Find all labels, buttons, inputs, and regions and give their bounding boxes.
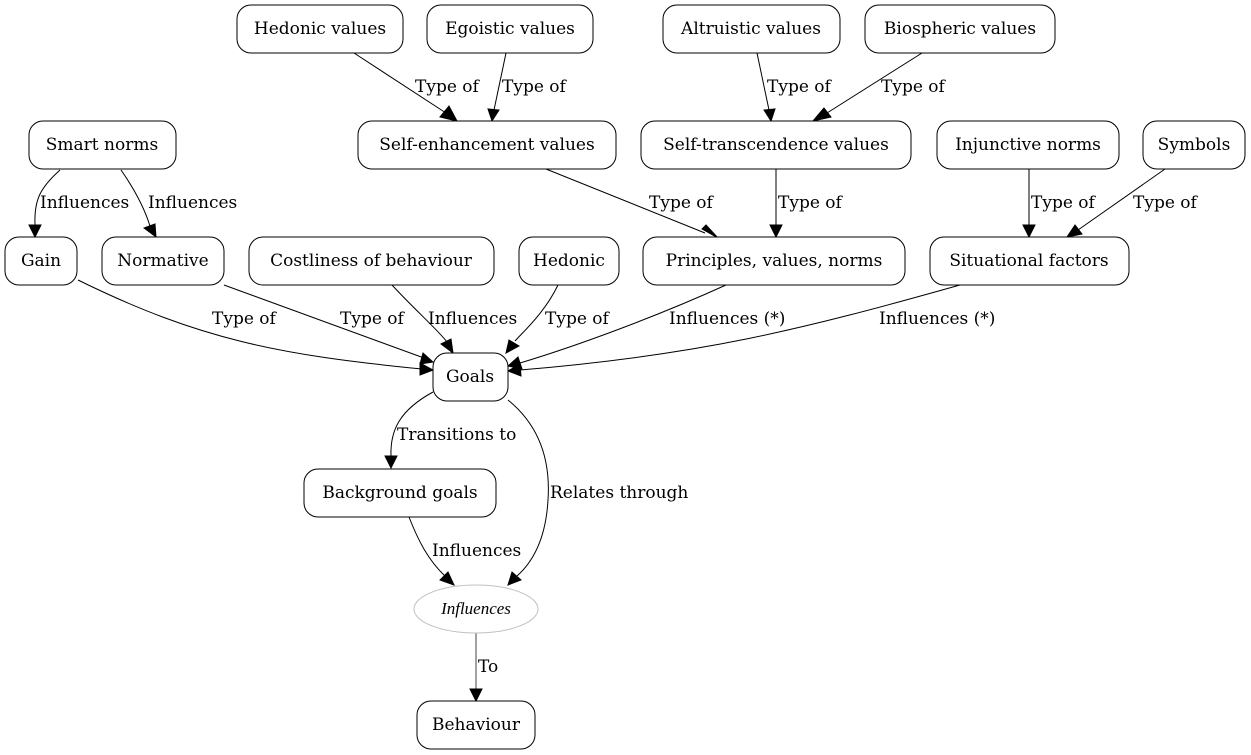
node-symbols[interactable]: Symbols <box>1142 120 1246 170</box>
svg-text:Biospheric values: Biospheric values <box>884 19 1036 39</box>
edge-label: Type of <box>649 193 715 213</box>
node-normative[interactable]: Normative <box>101 236 225 286</box>
edge-label: To <box>478 657 498 677</box>
edge-symbols-to-situational-factors: Type of <box>1065 168 1199 238</box>
edge-normative-to-goals: Type of <box>223 284 435 365</box>
svg-text:Goals: Goals <box>446 367 494 387</box>
edge-influences-to-behaviour: To <box>469 633 498 703</box>
svg-text:Egoistic values: Egoistic values <box>445 19 575 39</box>
edge-goals-to-influences: Relates through <box>507 399 688 586</box>
edge-gain-to-goals: Type of <box>77 279 435 376</box>
node-influences[interactable]: Influences <box>413 584 539 634</box>
edge-label: Transitions to <box>397 425 516 445</box>
svg-text:Influences: Influences <box>440 599 511 618</box>
edge-altruistic-values-to-self-transcendence: Type of <box>756 52 833 123</box>
edge-biospheric-values-to-self-transcendence: Type of <box>811 52 947 122</box>
svg-text:Injunctive norms: Injunctive norms <box>955 135 1101 155</box>
edge-label: Influences <box>428 309 517 329</box>
node-egoistic-values[interactable]: Egoistic values <box>426 4 594 54</box>
svg-text:Hedonic values: Hedonic values <box>254 19 386 39</box>
edge-label: Relates through <box>550 483 688 503</box>
svg-text:Principles, values, norms: Principles, values, norms <box>666 251 883 271</box>
edge-label: Type of <box>502 77 568 97</box>
edge-label: Influences <box>40 193 129 213</box>
node-biospheric-values[interactable]: Biospheric values <box>864 4 1056 54</box>
edge-label: Influences (*) <box>669 309 785 329</box>
node-injunctive-norms[interactable]: Injunctive norms <box>936 120 1120 170</box>
edge-self-enhancement-to-principles: Type of <box>545 168 719 239</box>
svg-text:Hedonic: Hedonic <box>533 251 605 271</box>
node-goals[interactable]: Goals <box>432 352 509 402</box>
edge-label: Type of <box>778 193 844 213</box>
edge-hedonic-values-to-self-enhancement: Type of <box>353 52 481 122</box>
svg-text:Background goals: Background goals <box>322 483 477 503</box>
svg-text:Symbols: Symbols <box>1158 135 1231 155</box>
node-hedonic-values[interactable]: Hedonic values <box>236 4 404 54</box>
svg-text:Smart norms: Smart norms <box>46 135 158 155</box>
node-gain[interactable]: Gain <box>4 236 78 286</box>
edge-hedonic-to-goals: Type of <box>505 284 611 354</box>
node-principles-values-norms[interactable]: Principles, values, norms <box>642 236 906 286</box>
edge-label: Type of <box>1031 193 1097 213</box>
node-self-transcendence-values[interactable]: Self-transcendence values <box>640 120 912 170</box>
svg-text:Situational factors: Situational factors <box>949 251 1108 271</box>
svg-text:Costliness of behaviour: Costliness of behaviour <box>270 251 473 271</box>
node-altruistic-values[interactable]: Altruistic values <box>662 4 841 54</box>
edge-label: Influences (*) <box>879 309 995 329</box>
edge-label: Type of <box>415 77 481 97</box>
edge-label: Type of <box>545 309 611 329</box>
edge-label: Type of <box>212 309 278 329</box>
node-smart-norms[interactable]: Smart norms <box>28 120 177 170</box>
edge-goals-to-background-goals: Transitions to <box>384 391 516 470</box>
edge-label: Type of <box>1133 193 1199 213</box>
svg-text:Self-transcendence values: Self-transcendence values <box>663 135 889 155</box>
edge-label: Type of <box>767 77 833 97</box>
node-behaviour[interactable]: Behaviour <box>416 700 536 750</box>
edge-label: Type of <box>340 309 406 329</box>
edge-label: Influences <box>148 193 237 213</box>
svg-text:Altruistic values: Altruistic values <box>680 19 821 39</box>
edge-costliness-to-goals: Influences <box>391 284 517 355</box>
node-costliness-of-behaviour[interactable]: Costliness of behaviour <box>248 236 495 286</box>
node-self-enhancement-values[interactable]: Self-enhancement values <box>357 120 617 170</box>
edge-background-goals-to-influences: Influences <box>408 516 521 586</box>
edge-situational-factors-to-goals: Influences (*) <box>506 284 995 377</box>
edge-smart-norms-to-normative: Influences <box>120 169 237 239</box>
svg-text:Self-enhancement values: Self-enhancement values <box>379 135 594 155</box>
svg-text:Gain: Gain <box>21 251 61 271</box>
edge-label: Type of <box>881 77 947 97</box>
edge-smart-norms-to-gain: Influences <box>28 169 129 239</box>
svg-text:Behaviour: Behaviour <box>432 715 521 735</box>
node-hedonic[interactable]: Hedonic <box>518 236 620 286</box>
edge-egoistic-values-to-self-enhancement: Type of <box>487 52 568 123</box>
node-situational-factors[interactable]: Situational factors <box>929 236 1130 286</box>
node-background-goals[interactable]: Background goals <box>303 468 497 518</box>
svg-text:Normative: Normative <box>117 251 208 271</box>
edge-label: Influences <box>432 541 521 561</box>
edge-self-transcendence-to-principles: Type of <box>769 169 844 239</box>
edge-injunctive-norms-to-situational-factors: Type of <box>1022 169 1097 239</box>
